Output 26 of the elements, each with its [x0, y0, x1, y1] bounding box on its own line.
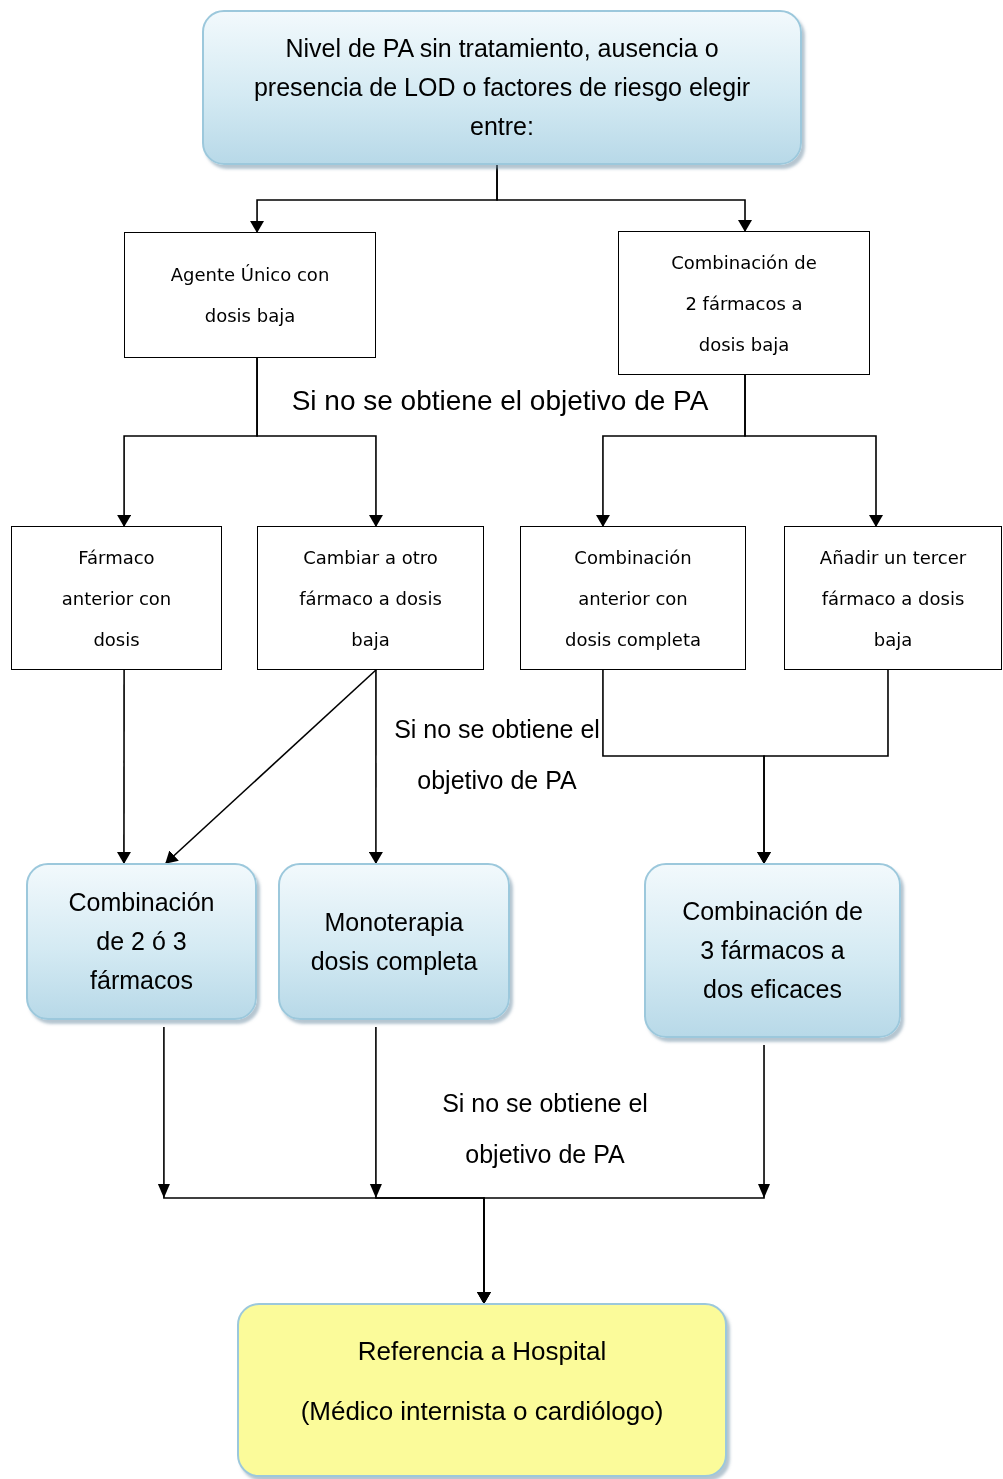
- box-text: Cambiar a otro fármaco a dosis baja: [298, 545, 443, 652]
- condition-label: Si no se obtiene el objetivo de PA: [290, 384, 710, 418]
- process-box: [11, 526, 222, 670]
- rounded-box: [26, 863, 257, 1020]
- box-text: Agente Único con dosis baja: [169, 263, 331, 328]
- box-text: Combinación de 2 ó 3 fármacos: [67, 887, 216, 996]
- condition-label: Si no se obtiene el objetivo de PA: [393, 714, 601, 796]
- rounded-box: [202, 10, 802, 165]
- box-text: Referencia a Hospital: [356, 1335, 608, 1368]
- process-box: [124, 232, 376, 358]
- box-text: Combinación anterior con dosis completa: [564, 545, 702, 652]
- process-box: [257, 526, 484, 670]
- box-text: Fármaco anterior con dosis: [60, 545, 173, 652]
- condition-label: Si no se obtiene el objetivo de PA: [441, 1088, 649, 1170]
- process-box: [520, 526, 746, 670]
- box-text: Combinación de 3 fármacos a dos eficaces: [681, 896, 864, 1005]
- process-box: [784, 526, 1002, 670]
- process-box: [618, 231, 870, 375]
- box-text: Combinación de 2 fármacos a dosis baja: [670, 250, 818, 357]
- box-text: Monoterapia dosis completa: [309, 906, 479, 977]
- box-text: Añadir un tercer fármaco a dosis baja: [818, 545, 968, 652]
- box-text: Nivel de PA sin tratamiento, ausencia o presencia de LOD o factores de riesgo elegir entre:: [252, 33, 752, 142]
- rounded-box: [237, 1303, 727, 1477]
- box-text: (Médico internista o cardiólogo): [299, 1395, 665, 1428]
- rounded-box: [278, 863, 510, 1020]
- rounded-box: [644, 863, 901, 1038]
